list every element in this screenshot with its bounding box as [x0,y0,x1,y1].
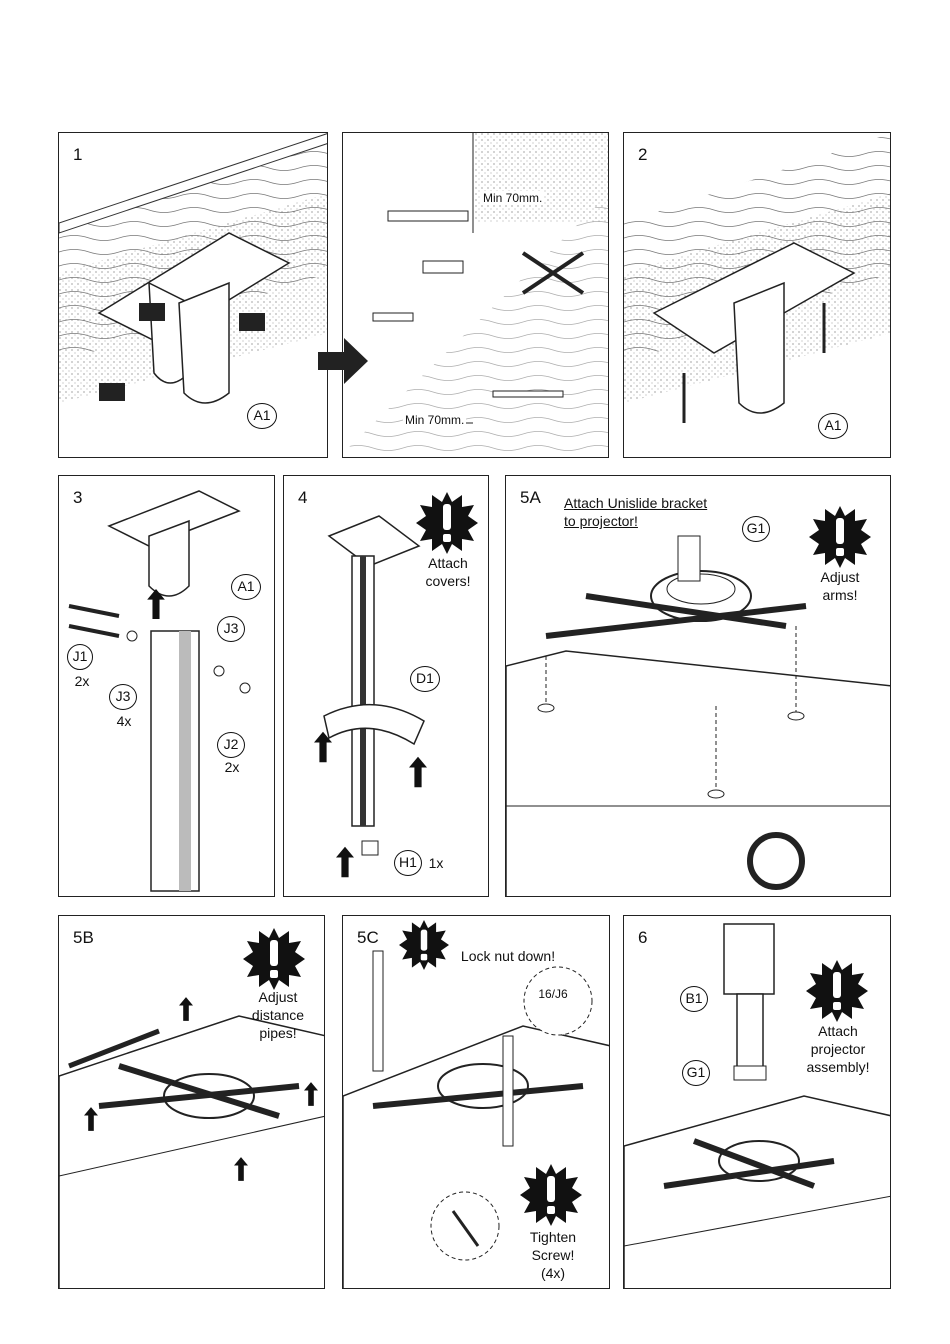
warning-burst-icon [243,928,305,990]
warning-burst-icon [520,1164,582,1226]
warning-burst-icon [416,492,478,554]
min-distance-top: Min 70mm. [481,191,544,205]
qty-h1: 1x [424,854,448,872]
part-label-g1: G1 [742,516,770,542]
part-label-d1: D1 [410,666,440,692]
step-number: 5A [520,488,541,508]
part-label-g1: G1 [682,1060,710,1086]
step-number: 5C [357,928,379,948]
note-line: (4x) [513,1264,593,1282]
part-label-a1: A1 [818,413,848,439]
panel-step-5b: 5B Adjust distance pipes! [58,915,325,1289]
step-number: 4 [298,488,307,508]
note-adjust-distance-pipes: Adjust distance pipes! [235,988,321,1042]
next-step-arrow-icon [318,338,368,384]
qty-j3: 4x [111,712,137,730]
note-line: distance [235,1006,321,1024]
warning-burst-icon [809,506,871,568]
panel-step-3: 3 A1 J3 J1 2x J3 4x J2 2x [58,475,275,897]
part-label-j2: J2 [217,732,245,758]
part-label-a1: A1 [231,574,261,600]
part-label-j1: J1 [67,644,93,670]
wall-anchor-illustration [343,133,609,458]
note-line: Screw! [513,1246,593,1264]
step-number: 2 [638,145,647,165]
panel-anchor-dimensions: Min 70mm. Min 70mm. [342,132,609,458]
part-label-j3: J3 [109,684,137,710]
qty-j2: 2x [219,758,245,776]
note-line: projector [792,1040,884,1058]
title-line: to projector! [564,512,707,530]
step-number: 6 [638,928,647,948]
note-line: assembly! [792,1058,884,1076]
note-line: Adjust [235,988,321,1006]
wrench-size-label: 16/J6 [525,985,581,1003]
panel-step-1: 1 A1 [58,132,328,458]
note-attach-projector-assembly: Attach projector assembly! [792,1022,884,1076]
part-label-h1: H1 [394,850,422,876]
ceiling-bracket-illustration [59,133,328,458]
note-attach-covers: Attach covers! [408,554,488,590]
panel-step-5c: 5C Lock nut down! 16/J6 Tighten Screw! (… [342,915,610,1289]
note-line: Attach [792,1022,884,1040]
lock-nut-note: Lock nut down! [449,947,567,965]
step-number: 1 [73,145,82,165]
note-line: covers! [408,572,488,590]
note-tighten-screw: Tighten Screw! (4x) [513,1228,593,1282]
note-line: Adjust [800,568,880,586]
step-number: 5B [73,928,94,948]
min-distance-bottom: Min 70mm. [403,413,466,427]
mounted-bracket-illustration [624,133,891,458]
warning-burst-icon [399,920,449,970]
part-label-b1: B1 [680,986,708,1012]
note-line: pipes! [235,1024,321,1042]
step-number: 3 [73,488,82,508]
part-label-a1: A1 [247,403,277,429]
note-adjust-arms: Adjust arms! [800,568,880,604]
note-line: Tighten [513,1228,593,1246]
note-line: Attach [408,554,488,572]
panel-step-5a: 5A Attach Unislide bracket to projector!… [505,475,891,897]
title-line: Attach Unislide bracket [564,494,707,512]
warning-burst-icon [806,960,868,1022]
panel-step-6: 6 B1 G1 Attach projector assembly! [623,915,891,1289]
part-label-j3-top: J3 [217,616,245,642]
panel-step-2: 2 A1 [623,132,891,458]
qty-j1: 2x [69,672,95,690]
panel-step-4: 4 Attach covers! D1 H1 1x [283,475,489,897]
instruction-title: Attach Unislide bracket to projector! [564,494,707,530]
note-line: arms! [800,586,880,604]
